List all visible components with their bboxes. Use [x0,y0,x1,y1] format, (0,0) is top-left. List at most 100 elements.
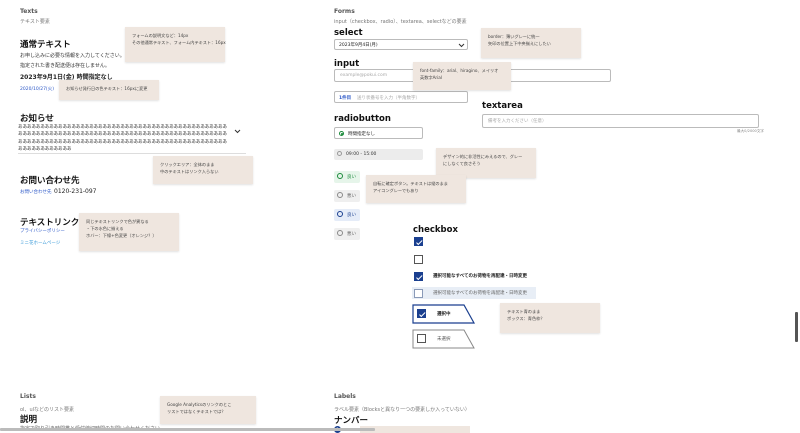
note-line: ホバー：下線+色変更（オレンジ？） [86,233,157,239]
select-all-label-2: 選択可能なすべてのお荷物を再配達・日時変更 [433,291,528,296]
note-google-analytics: Google Analyticsのリンクのとこ リストではなくテキストでは？ [160,396,256,424]
section-subtitle-forms: input（checkbox、radio）、textarea、selectなどの… [334,19,467,25]
selected-tag[interactable] [412,304,476,324]
heading-checkbox: checkbox [413,225,458,235]
note-link-color: 同じテキストリンクで色が異なる ・下の水色に揃える ホバー：下線+色変更（オレン… [79,213,179,251]
heading-input: input [334,59,360,69]
date-small: 2020/10/27(火) [20,87,54,92]
contact-label: お問い合わせ先 [20,190,52,195]
remarks-placeholder: 備考を入力ください（任意） [488,119,547,124]
note-line: その他通常テキスト、フォーム内テキスト：16px [132,40,226,46]
time-option[interactable]: 09:00 - 15:00 [334,149,423,160]
chevron-down-icon[interactable] [234,129,241,134]
radio-label: 時間指定なし [348,132,375,137]
rating-label: 良い [347,175,356,180]
note-line: アイコングレーでもあり [373,188,419,194]
note-line: border：薄いグレーに統一 [488,34,540,39]
home-link[interactable]: ミニ花ホームページ [20,241,61,246]
heading-normal-text: 通常テキスト [20,40,71,50]
heading-text-link: テキストリンク [20,218,80,228]
checkbox-checked[interactable] [414,237,423,246]
rating-label: 悪い [347,232,356,237]
smile-icon [337,173,343,179]
rating-bad-button[interactable]: 悪い [334,190,360,202]
horizontal-scrollbar-thumb[interactable] [0,428,375,431]
note-line: デザイン的に非活性にみえるので、グレー [443,154,523,159]
note-line: クリックエリア：全体のまま [160,162,215,167]
select-all-label: 選択可能なすべてのお荷物を再配達・日時変更 [433,274,528,279]
section-title-labels: Labels [334,393,356,400]
vertical-scrollbar-thumb[interactable] [795,312,798,342]
notice-text: ああああああああああああああああああああああああああああああああああああああああ… [18,125,227,152]
note-click-area: クリックエリア：全体のまま 中のテキストはリンク入らない [153,156,253,184]
checkbox-unchecked[interactable] [414,255,423,264]
rating-label: 悪い [347,194,356,199]
radio-empty-icon [337,151,342,156]
smile-icon [337,211,343,217]
note-line: Google Analyticsのリンクのとこ [167,402,232,407]
note-line: 同じテキストリンクで色が異なる [86,219,149,224]
note-line: 矢印の位置上下中央揃えにしたい [488,41,551,47]
note-date-color: お知らせ発行日の色テキスト：16pxに変更 [59,80,159,100]
note-line: テキスト青のまま [507,309,541,314]
heading-radiobutton: radiobutton [334,114,391,124]
normal-text-line-2: 指定された書き配送便は存在しません。 [20,63,110,69]
date-select[interactable]: 2023年9月4日(月) [334,39,468,50]
note-text-blue: テキスト青のまま ボックス：青色枠？ [500,303,600,333]
section-subtitle-labels: ラベル要素（Blocksと異なり一つの要素しか入っていない） [334,407,470,413]
section-title-lists: Lists [20,393,36,400]
tracking-placeholder: 送り状番号を入力（半角数字） [357,96,420,101]
note-font-size: フォームの説明文など：14px その他通常テキスト、フォーム内テキスト：16px [125,27,226,62]
note-font-family: font-family：arial、hiragino、メイリオ 英数字Arial [413,62,511,90]
notice-item[interactable]: ああああああああああああああああああああああああああああああああああああああああ… [18,124,246,154]
heading-number: ナンバー [334,416,369,426]
section-subtitle-lists: ol、ulなどのリスト要素 [20,407,75,413]
section-title-forms: Forms [334,8,355,15]
heading-notice: お知らせ [20,114,54,124]
note-border: border：薄いグレーに統一 矢印の位置上下中央揃えにしたい [481,28,581,58]
note-line: ボックス：青色枠？ [507,316,545,322]
note-line: フォームの説明文など：14px [132,33,189,38]
radio-option-no-time[interactable]: 時間指定なし [334,127,423,139]
note-line: 自転に確定ボタン。テキストは縦のまま [373,181,448,186]
normal-text-line-1: お申し込みに必要な情報を入力してください。 [20,53,125,59]
rating-label: 良い [347,213,356,218]
date-select-value: 2023年9月4日(月) [339,43,378,48]
checkbox-select-all-checked[interactable] [414,272,423,281]
checkbox-unselected-tag [417,334,426,343]
remarks-textarea[interactable]: 備考を入力ください（任意） [482,114,759,128]
heading-contact: お問い合わせ先 [20,176,80,186]
checkbox-selected-tag [417,309,426,318]
heading-textarea: textarea [482,101,523,111]
section-title-texts: Texts [20,8,38,15]
radio-selected-icon [339,131,344,136]
note-line: 中のテキストはリンク入らない [160,169,219,175]
selected-tag-label: 選択中 [437,312,451,317]
tracking-label: 1件目 [339,96,352,101]
note-line: ・下の水色に揃える [86,226,124,232]
rating-bad-button-2[interactable]: 悪い [334,228,360,240]
tracking-number-field[interactable]: 1件目 送り状番号を入力（半角数字） [334,91,468,103]
privacy-link[interactable]: プライバシーポリシー [20,229,65,234]
frown-icon [337,230,343,236]
textarea-counter: 最大0/2000文字 [737,129,765,133]
unselected-tag[interactable] [412,329,476,349]
note-line: にしなくて良さそう [443,161,481,167]
note-line: リストではなくテキストでは？ [167,409,226,415]
note-line: お知らせ発行日の色テキスト：16pxに変更 [66,86,148,91]
heading-description: 説明 [20,415,38,425]
note-bottom-fragment [360,426,470,433]
unselected-tag-label: 未選択 [437,337,451,342]
chevron-down-icon [458,43,465,48]
note-confirm-button: 自転に確定ボタン。テキストは縦のまま アイコングレーでもあり [366,175,466,203]
frown-icon [337,192,343,198]
time-option-label: 09:00 - 15:00 [346,151,377,157]
note-line: 英数字Arial [420,75,443,81]
email-field-placeholder: example@pokui.com [340,73,388,78]
select-all-row-unchecked[interactable]: 選択可能なすべてのお荷物を再配達・日時変更 [412,287,536,299]
note-line: font-family：arial、hiragino、メイリオ [420,68,499,73]
checkbox-select-all-unchecked[interactable] [414,288,423,298]
rating-good-button-2[interactable]: 良い [334,209,360,221]
contact-tel[interactable]: 0120-231-097 [54,188,97,195]
rating-good-button[interactable]: 良い [334,171,360,183]
